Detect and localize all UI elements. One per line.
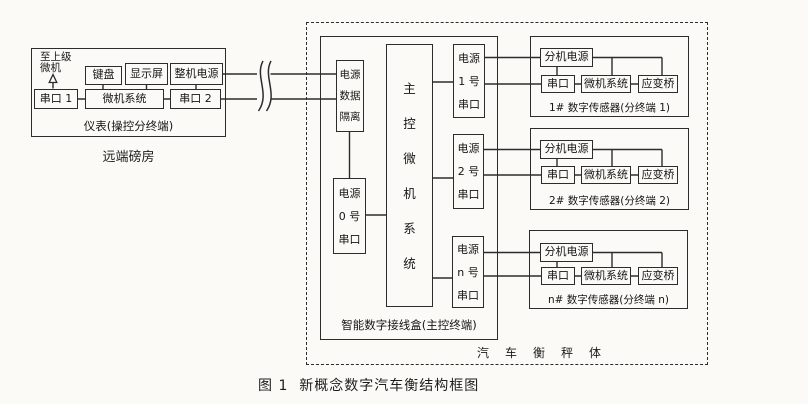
digital-sensor-2-label: 2# 数字传感器(分终端 2) xyxy=(548,194,671,207)
keyboard-box: 键盘 xyxy=(85,66,122,85)
cable-break-icon xyxy=(257,60,272,112)
instrument-terminal-box: 仪表(操控分终端) xyxy=(31,48,226,137)
instrument-terminal-label: 仪表(操控分终端) xyxy=(83,118,174,133)
truck-scale-body-boundary xyxy=(306,22,708,365)
digital-sensor-n-box: n# 数字传感器(分终端 n) xyxy=(529,230,688,309)
power-2-serial-box: 电源 2 号 串口 xyxy=(453,134,484,209)
sensor2-sub-power-box: 分机电源 xyxy=(540,140,593,159)
sensor1-strain-bridge-box: 应变桥 xyxy=(638,75,678,93)
figure-caption: 图 1 新概念数字汽车衡结构框图 xyxy=(258,378,480,394)
digital-sensor-2-box: 2# 数字传感器(分终端 2) xyxy=(530,128,689,210)
digital-sensor-n-label: n# 数字传感器(分终端 n) xyxy=(548,293,669,306)
sensorN-strain-bridge-box: 应变桥 xyxy=(638,267,678,285)
sensorN-wires xyxy=(556,251,663,277)
sensor2-strain-bridge-box: 应变桥 xyxy=(638,166,678,184)
sensor2-micro-system-box: 微机系统 xyxy=(581,166,631,184)
digital-sensor-1-box: 1# 数字传感器(分终端 1) xyxy=(530,36,689,117)
sensor1-wires xyxy=(556,56,663,85)
up-arrow-icon xyxy=(48,72,58,84)
sensor-feed-wires xyxy=(484,56,541,277)
junction-box-wires xyxy=(348,81,453,279)
power-data-isolation-box: 电源 数据 隔离 xyxy=(336,60,364,132)
serial-port-1-box: 串口 1 xyxy=(34,89,78,109)
instrument-wires xyxy=(78,85,197,100)
junction-box-label: 智能数字接线盒(主控终端) xyxy=(341,317,477,332)
sensor1-serial-box: 串口 xyxy=(541,75,575,93)
power-n-serial-box: 电源 n 号 串口 xyxy=(452,236,484,308)
sensor1-micro-system-box: 微机系统 xyxy=(581,75,631,93)
power-1-serial-box: 电源 1 号 串口 xyxy=(453,44,485,118)
sensor1-sub-power-box: 分机电源 xyxy=(540,48,593,67)
truck-scale-body-label: 汽车衡秤体 xyxy=(477,346,618,360)
sensorN-sub-power-box: 分机电源 xyxy=(540,243,593,262)
to-upper-computer-note: 至上级 微机 xyxy=(40,51,72,74)
transmission-lines xyxy=(221,73,336,100)
sensorN-micro-system-box: 微机系统 xyxy=(581,267,631,285)
serial-port-2-box: 串口 2 xyxy=(170,89,221,109)
digital-sensor-1-label: 1# 数字传感器(分终端 1) xyxy=(548,101,671,114)
main-power-box: 整机电源 xyxy=(170,63,223,85)
micro-system-box: 微机系统 xyxy=(85,89,164,109)
sensorN-serial-box: 串口 xyxy=(541,267,575,285)
main-control-micro-system-box: 主 控 微 机 系 统 xyxy=(386,44,433,307)
display-box: 显示屏 xyxy=(125,63,168,85)
sensor2-serial-box: 串口 xyxy=(541,166,575,184)
sensor2-wires xyxy=(556,148,663,176)
junction-box: 智能数字接线盒(主控终端) xyxy=(320,36,498,340)
power-0-serial-box: 电源 0 号 串口 xyxy=(333,178,366,254)
remote-weigh-house-label: 远端磅房 xyxy=(102,150,155,165)
